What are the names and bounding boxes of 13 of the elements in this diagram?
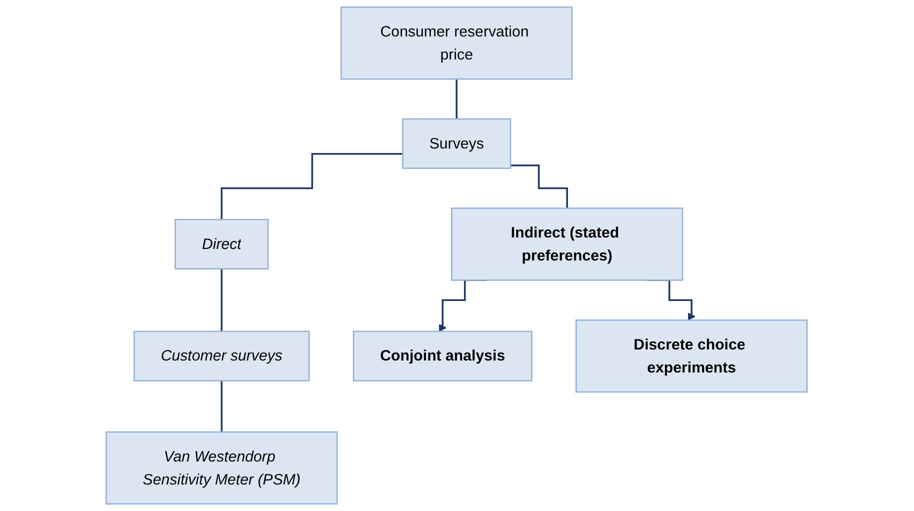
node-box: Customer surveys: [134, 330, 310, 382]
node-box: Surveys: [402, 118, 512, 169]
node-box: Direct: [175, 218, 270, 270]
node-box: Indirect (stated preferences): [451, 208, 684, 281]
node-box: Conjoint analysis: [353, 330, 533, 382]
node-box: Discrete choice experiments: [576, 319, 808, 393]
connector: [221, 380, 223, 433]
connector: [510, 164, 568, 210]
connector: [221, 152, 404, 220]
connector: [456, 78, 458, 120]
node-box: Van Westendorp Sensitivity Meter (PSM): [106, 431, 338, 505]
connector: [221, 268, 223, 332]
node-box: Consumer reservation price: [340, 6, 574, 80]
